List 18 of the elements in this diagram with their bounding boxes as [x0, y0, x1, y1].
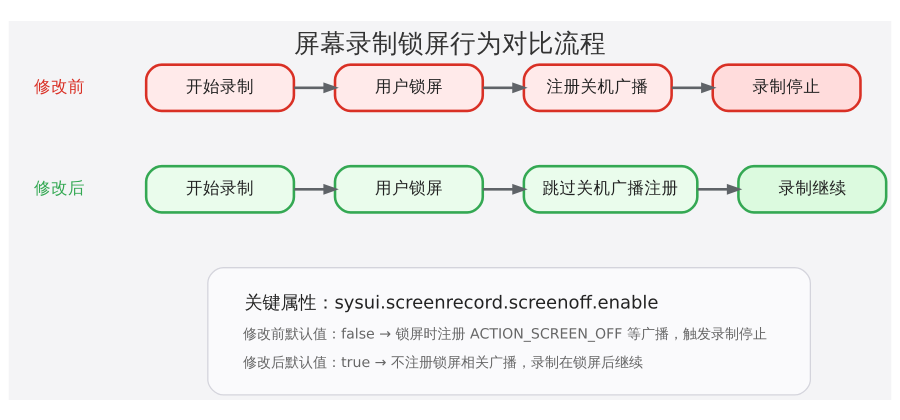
arrow: [672, 82, 717, 93]
node-box: 用户锁屏: [334, 164, 484, 214]
node-box: 开始录制: [144, 62, 296, 112]
node-box: 注册关机广播: [522, 62, 673, 112]
arrow: [294, 183, 339, 194]
arrow: [482, 183, 528, 194]
label: 修改前: [34, 76, 85, 96]
node-box: 关键属性：sysui.screenrecord.screenoff.enable 修改前默认值：false → 锁屏时注册 ACTION_SCREEN_OFF 等广播，触发录制停止 修改后默认值：true → 不注册锁屏相关广播，录制在锁屏后继续: [207, 266, 812, 395]
node-box: 跳过关机广播注册: [522, 164, 699, 214]
diagram-title: 屏幕录制锁屏行为对比流程: [294, 28, 606, 58]
label: 修改后: [34, 177, 85, 198]
arrow: [698, 183, 742, 194]
node-box: 录制继续: [737, 164, 888, 214]
arrow: [483, 82, 528, 93]
node-box: 用户锁屏: [334, 62, 484, 112]
arrow: [294, 82, 339, 93]
node-box: 录制停止: [711, 62, 862, 112]
node-box: 开始录制: [144, 164, 296, 214]
